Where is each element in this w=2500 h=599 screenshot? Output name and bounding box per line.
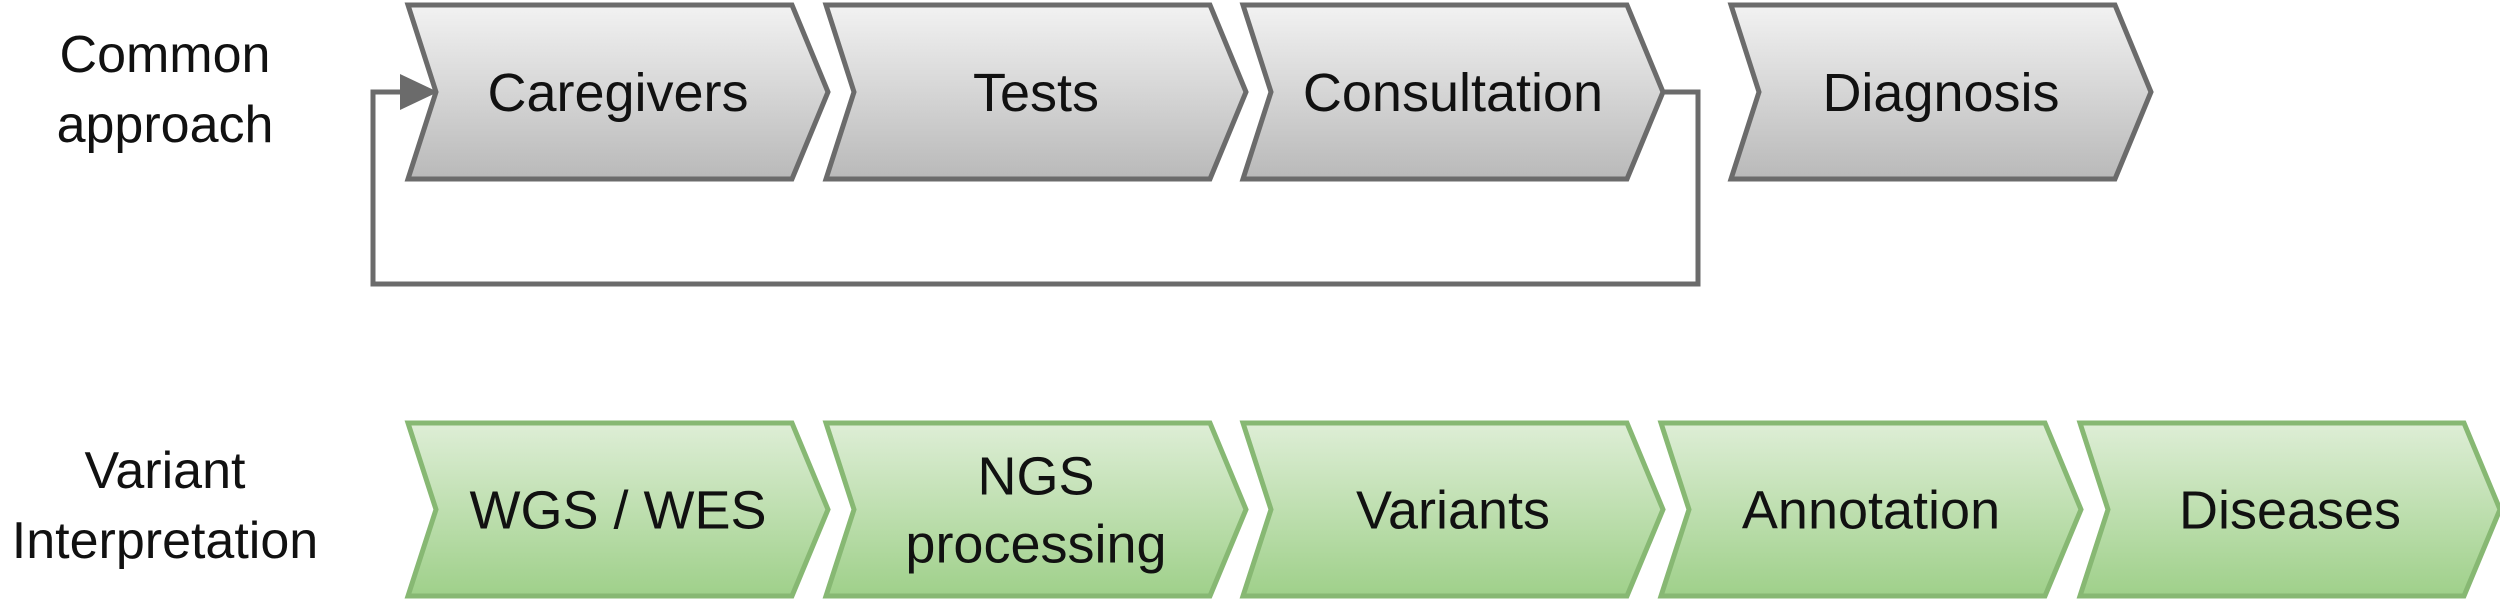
step-chevron-shape xyxy=(822,420,1249,599)
step-chevron-shape xyxy=(404,2,831,182)
step-chevron-shape xyxy=(404,420,831,599)
step-chevron-shape xyxy=(1239,420,1666,599)
step-label: Annotation xyxy=(1742,481,2000,541)
step-chevron-shape xyxy=(1657,420,2084,599)
step-annotation: Annotation xyxy=(1657,420,2084,599)
row-label-line-1: Variant xyxy=(84,442,246,500)
step-chevron-shape xyxy=(1239,2,1666,182)
loop-arrowhead xyxy=(400,74,438,110)
step-diseases: Diseases xyxy=(2076,420,2500,599)
step-label: Diseases xyxy=(2179,481,2401,541)
step-chevron-shape xyxy=(1727,2,2154,182)
step-label: processing xyxy=(905,515,1166,575)
row-label-line-1: Common xyxy=(59,26,271,84)
step-chevron-shape xyxy=(2076,420,2500,599)
feedback-loop xyxy=(370,74,1701,287)
step-tests: Tests xyxy=(822,2,1249,182)
common-approach-steps: Caregivers Tests Consultation Diagnosis xyxy=(404,2,2154,182)
step-diagnosis: Diagnosis xyxy=(1727,2,2154,182)
row-label-variant-interpretation: Variant Interpretation xyxy=(0,436,330,576)
step-label: Caregivers xyxy=(487,63,748,123)
step-label: Consultation xyxy=(1303,63,1603,123)
variant-interpretation-steps: WGS / WES NGS processing Variants Annotation… xyxy=(404,420,2500,599)
step-variants: Variants xyxy=(1239,420,1666,599)
step-chevron-shape xyxy=(822,2,1249,182)
step-label: WGS / WES xyxy=(470,481,767,541)
row-label-line-2: approach xyxy=(56,96,274,154)
loop-connector xyxy=(370,89,1701,287)
step-label: NGS xyxy=(977,447,1094,507)
step-caregivers: Caregivers xyxy=(404,2,831,182)
step-wgs-wes: WGS / WES xyxy=(404,420,831,599)
step-label: Variants xyxy=(1356,481,1550,541)
row-label-line-2: Interpretation xyxy=(11,512,319,570)
step-ngs-processing: NGS processing xyxy=(822,420,1249,599)
step-consultation: Consultation xyxy=(1239,2,1666,182)
step-label: Diagnosis xyxy=(1822,63,2059,123)
step-label: Tests xyxy=(973,63,1099,123)
row-label-common-approach: Common approach xyxy=(0,20,330,160)
